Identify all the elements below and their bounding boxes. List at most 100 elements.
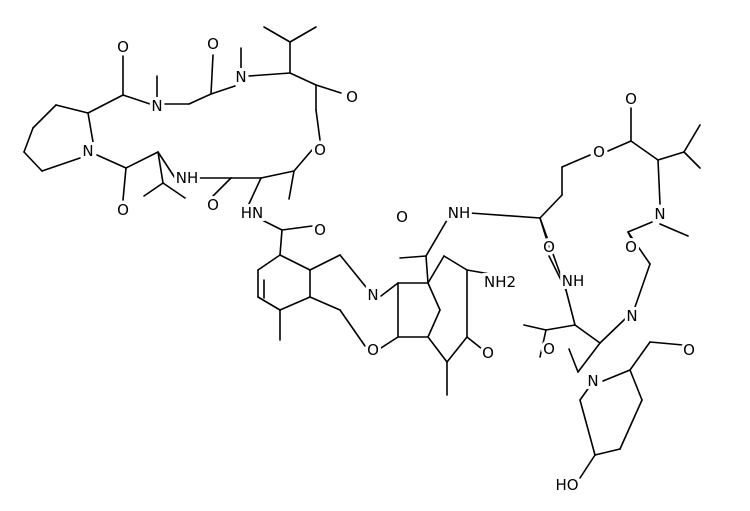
bond: [263, 26, 291, 43]
bond: [539, 217, 550, 248]
bond: [157, 151, 176, 179]
bond: [281, 225, 313, 231]
bond: [427, 282, 441, 311]
atom-label-o: O: [543, 238, 555, 256]
bond: [212, 177, 232, 197]
bond: [683, 124, 701, 153]
atom-label-o: O: [625, 90, 637, 108]
bond: [629, 341, 651, 371]
bond: [315, 84, 342, 94]
bond: [523, 324, 547, 331]
bond: [210, 54, 214, 95]
bond: [466, 269, 491, 275]
bond: [380, 336, 399, 349]
bond: [657, 159, 661, 205]
atom-label-o: O: [117, 38, 129, 56]
bond: [399, 255, 427, 259]
atom-label-o: O: [207, 196, 219, 214]
bond: [568, 348, 579, 373]
bond: [279, 229, 283, 256]
bond: [659, 223, 689, 237]
bond: [599, 318, 626, 344]
atom-label-ho: HO: [555, 476, 578, 494]
atom-label-o: O: [683, 341, 695, 359]
bond: [309, 254, 341, 271]
atom-label-n: N: [367, 286, 378, 304]
bond: [683, 151, 701, 169]
bond: [539, 194, 563, 219]
bond: [579, 399, 596, 456]
bond: [579, 454, 596, 479]
bond: [279, 296, 311, 311]
bond: [162, 182, 186, 199]
bond: [188, 93, 212, 105]
atom-label-o: O: [346, 88, 358, 106]
bond: [466, 336, 483, 350]
atom-label-o: O: [314, 141, 326, 159]
atom-label-o: O: [117, 201, 129, 219]
bond: [157, 151, 164, 184]
bond: [469, 212, 541, 219]
bond: [594, 448, 621, 456]
atom-label-hn: HN: [241, 204, 264, 222]
bond: [257, 254, 281, 271]
bond: [143, 182, 164, 197]
bond: [425, 214, 451, 257]
atom-label-n: N: [82, 142, 93, 160]
atom-label-n: N: [654, 205, 665, 223]
bond: [607, 140, 632, 152]
bond: [122, 167, 127, 201]
bond: [260, 170, 295, 179]
atom-label-o: O: [593, 143, 605, 161]
bond: [627, 221, 653, 233]
bond: [248, 72, 291, 77]
bond: [23, 151, 43, 172]
atom-label-n: N: [626, 307, 637, 325]
bond: [427, 336, 448, 363]
bond: [293, 149, 313, 172]
bond: [602, 369, 631, 382]
bond: [55, 104, 89, 114]
atom-label-o: O: [543, 340, 555, 358]
bond: [630, 140, 659, 161]
bond: [561, 154, 591, 168]
bond: [446, 336, 468, 363]
bond: [649, 341, 684, 346]
bond: [443, 255, 468, 271]
bond: [289, 26, 317, 43]
bond: [289, 72, 317, 86]
atom-label-o: O: [396, 208, 408, 226]
bond: [257, 217, 283, 231]
atom-labels: O N O N O O N O NH O HN O N O NH2 O O NH…: [79, 32, 698, 497]
bond: [288, 170, 295, 200]
bond: [565, 289, 576, 326]
bond: [41, 157, 81, 172]
bond: [425, 255, 429, 284]
atom-label-nh: NH: [562, 272, 585, 290]
bond: [96, 154, 127, 169]
atom-label-o: O: [207, 35, 219, 53]
bond: [309, 296, 341, 311]
bond: [574, 324, 601, 344]
bond: [577, 342, 601, 373]
bond: [627, 231, 651, 265]
bond: [257, 296, 281, 311]
bond: [634, 263, 651, 308]
bond: [380, 282, 399, 297]
bond: [629, 369, 643, 401]
bond: [87, 94, 124, 114]
bond: [23, 127, 34, 153]
bond: [125, 151, 159, 169]
bond: [339, 254, 371, 293]
bond: [32, 104, 57, 129]
bond: [247, 177, 262, 207]
atom-label-o: O: [482, 344, 494, 362]
atom-label-o: O: [625, 238, 637, 256]
atom-label-nh: NH: [176, 169, 199, 187]
bond: [122, 94, 151, 105]
bond: [210, 85, 236, 95]
bonds: [23, 26, 701, 479]
bond: [87, 112, 94, 143]
atom-label-n: N: [151, 97, 162, 115]
